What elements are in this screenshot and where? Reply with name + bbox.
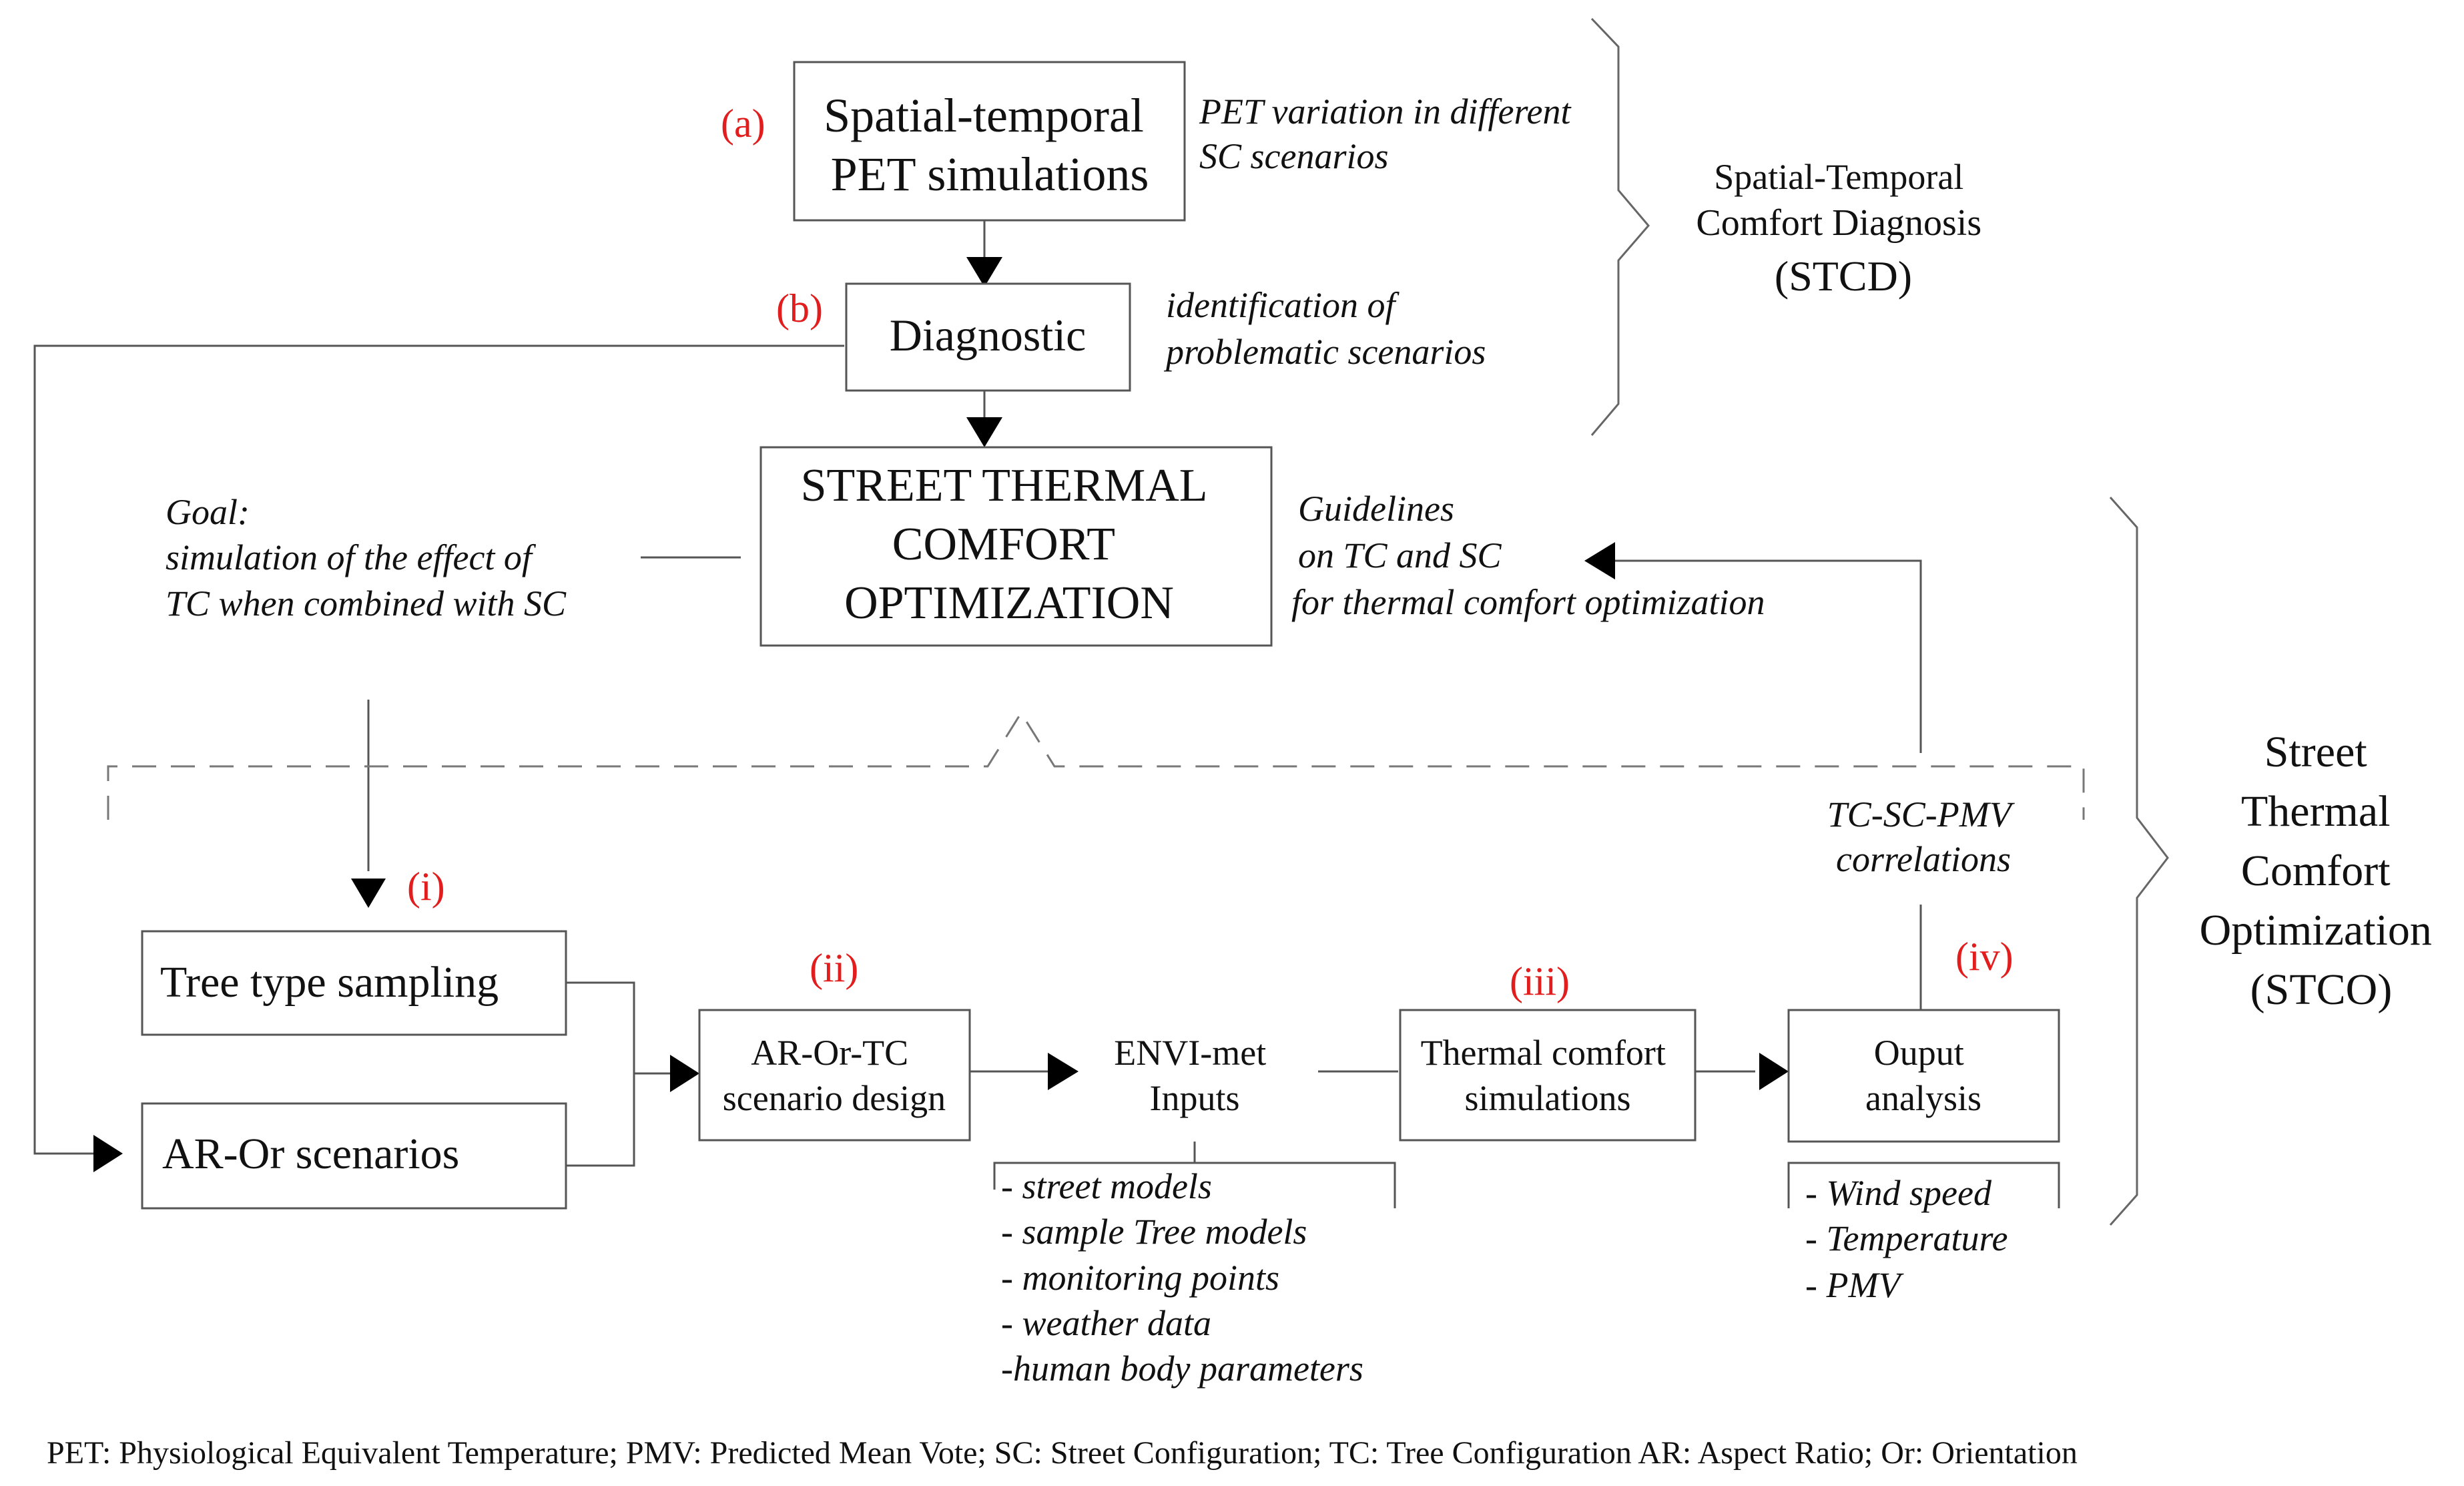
connector-to-guidelines	[1615, 559, 1922, 753]
envi-input-list: - street models - sample Tree models - m…	[1001, 1166, 1363, 1389]
stco-brace	[2109, 497, 2169, 1226]
arrowhead-right	[1048, 1053, 1079, 1090]
diagnostic-box	[845, 282, 1131, 392]
arrowhead-down	[966, 257, 1002, 287]
output-analysis-label: Ouput analysis	[1865, 1033, 1981, 1118]
stcd-brace	[1590, 17, 1650, 436]
connectors	[33, 220, 2060, 1208]
abbreviations-footnote: PET: Physiological Equivalent Temperatur…	[47, 1435, 2078, 1471]
envi-met-label: ENVI-met Inputs	[1114, 1033, 1275, 1118]
connector-merge	[566, 981, 635, 1167]
scenario-design-label: AR-Or-TC scenario design	[723, 1033, 946, 1118]
label-iii: (iii)	[1510, 959, 1570, 1003]
envi-list-bracket	[993, 1162, 1396, 1208]
arrowhead-left	[1584, 542, 1615, 579]
arrowhead-right	[93, 1135, 123, 1172]
label-ii: (ii)	[810, 946, 858, 990]
arrowhead-down	[966, 417, 1002, 447]
identification-note: identification of problematic scenarios	[1163, 285, 1486, 372]
connector-diagnostic-to-ar-or	[33, 344, 844, 1155]
pet-variation-note: PET variation in different SC scenarios	[1199, 91, 1580, 176]
scenario-design-box	[698, 1009, 971, 1142]
pet-simulations-box	[793, 61, 1186, 222]
output-list-bracket	[1787, 1162, 2060, 1208]
goal-note: Goal: simulation of the effect of TC whe…	[166, 492, 567, 624]
label-b: (b)	[776, 286, 823, 330]
guidelines-note: Guidelines on TC and SC for thermal comf…	[1291, 489, 1765, 622]
label-i: (i)	[407, 864, 445, 909]
arrowhead-down	[351, 879, 386, 908]
arrowhead-right	[670, 1055, 699, 1092]
label-iv: (iv)	[1955, 935, 2014, 979]
stco-dashed-group	[107, 711, 2085, 820]
stco-main-box	[759, 446, 1273, 647]
output-analysis-box	[1787, 1009, 2060, 1143]
arrowhead-right	[1759, 1053, 1789, 1090]
correlations-note: TC-SC-PMV correlations	[1827, 794, 2020, 879]
thermal-sims-label: Thermal comfort simulations	[1421, 1033, 1675, 1118]
stcd-group-label: Spatial-Temporal Comfort Diagnosis (STCD…	[1696, 157, 1990, 300]
label-a: (a)	[721, 101, 765, 146]
tree-sampling-label: Tree type sampling	[160, 958, 499, 1007]
stco-group-label: Street Thermal Comfort Optimization (STC…	[2200, 728, 2443, 1014]
diagnostic-label: Diagnostic	[890, 310, 1087, 360]
ar-or-box	[141, 1102, 567, 1210]
tree-sampling-box	[141, 930, 567, 1036]
pet-simulations-label: Spatial-temporal PET simulations	[824, 89, 1156, 201]
stco-main-label: STREET THERMAL COMFORT OPTIMIZATION	[801, 460, 1218, 629]
output-list: - Wind speed - Temperature - PMV	[1805, 1173, 2017, 1305]
ar-or-label: AR-Or scenarios	[162, 1130, 459, 1178]
thermal-sims-box	[1399, 1009, 1697, 1142]
